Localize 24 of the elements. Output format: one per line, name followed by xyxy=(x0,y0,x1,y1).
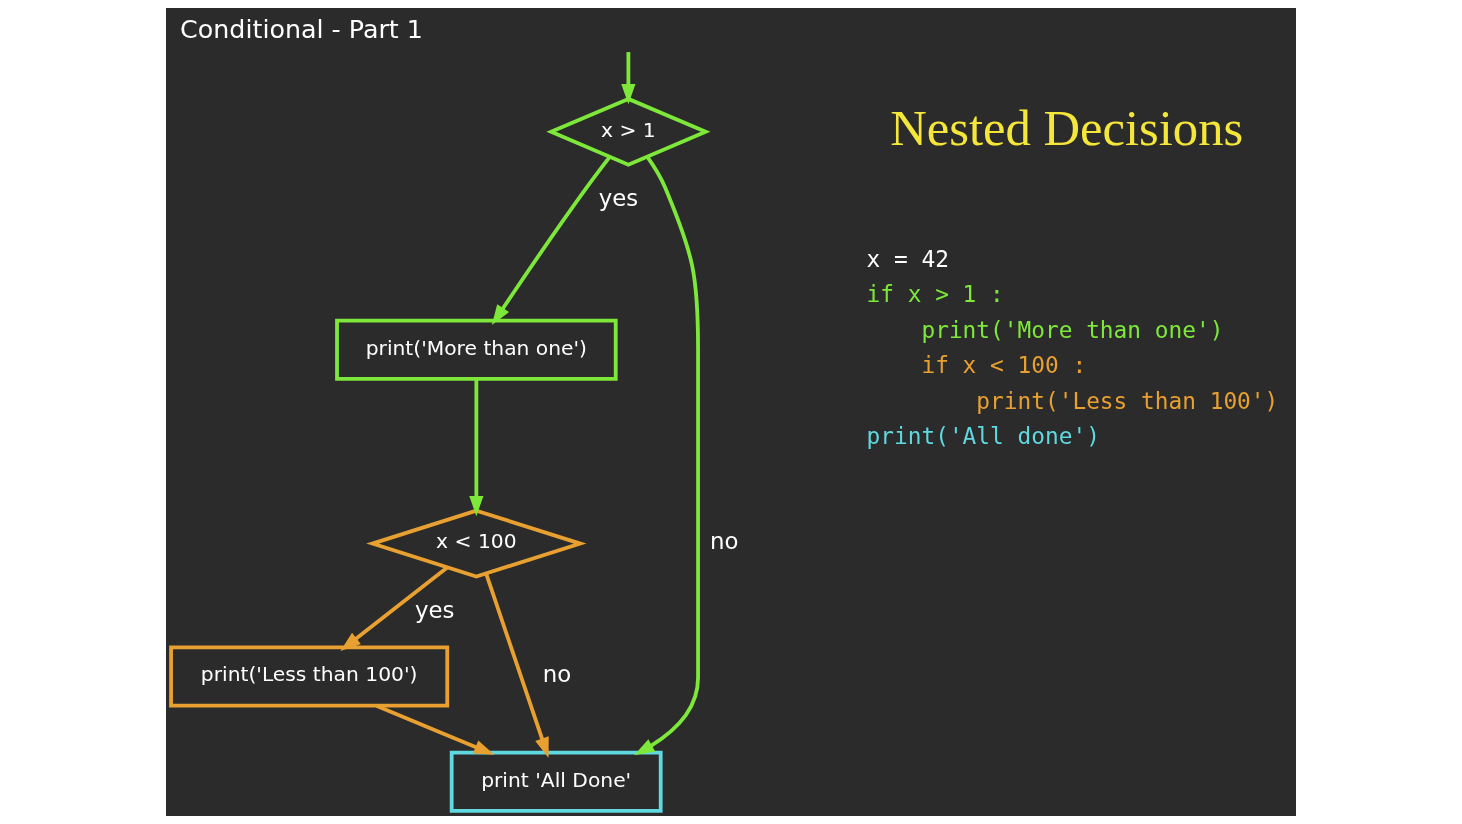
arrow xyxy=(340,566,449,651)
edge-label: yes xyxy=(415,596,455,623)
label: Nested Decisions xyxy=(890,99,1244,156)
node-diamond: x < 100 xyxy=(366,508,587,579)
label: print('More than one') xyxy=(921,316,1224,343)
label: print('Less than 100') xyxy=(976,387,1279,414)
node-box: print('More than one') xyxy=(335,318,618,381)
label: print('All done') xyxy=(866,423,1100,449)
label: x = 42 xyxy=(866,245,949,272)
arrow xyxy=(484,573,549,758)
arrow xyxy=(634,155,700,756)
arrow xyxy=(375,704,495,755)
edge-label: no xyxy=(542,661,572,688)
diagram-title: Conditional - Part 1 xyxy=(180,14,423,45)
arrow xyxy=(469,379,484,517)
edge-label: yes xyxy=(598,184,639,211)
node-box: print('Less than 100') xyxy=(169,645,450,708)
node-box: print 'All Done' xyxy=(449,750,663,813)
edge-label: no xyxy=(710,528,739,555)
label: if x > 1 : xyxy=(866,281,1004,308)
node-diamond: x > 1 xyxy=(546,96,711,167)
label: if x < 100 : xyxy=(921,352,1087,379)
arrow xyxy=(621,52,636,105)
arrow xyxy=(491,156,611,326)
